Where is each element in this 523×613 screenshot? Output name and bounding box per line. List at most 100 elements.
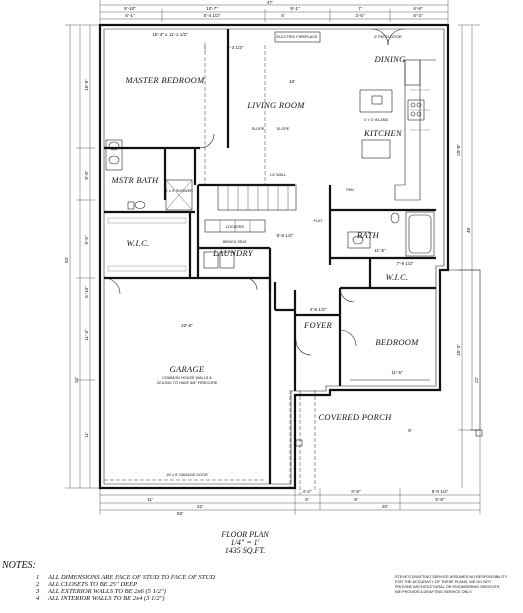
dim-right: 15'-3" [456,344,461,356]
room-wic-bedroom: W.I.C. [386,272,409,282]
label-porch-size: 8' [408,428,412,433]
exterior-walls [98,23,450,490]
room-kitchen: KITCHEN [363,128,403,138]
range-icon [407,99,425,121]
dimension-labels: 47' 5'-10" 10'-7" 9'-1" 7' 6'-8" 5'-1" 5… [64,0,479,516]
porch-column [295,439,303,447]
disclaimer-line: STEVE'S DRAFTING SERVICE ASSUMES NO RESP… [395,575,508,579]
label-living-size: 18' [289,79,295,84]
title-scale: 1/4" = 1' [231,538,260,547]
dim-left-overall: 53' [64,257,69,263]
kitchen-island [359,89,393,113]
notes: NOTES: 1 ALL DIMENSIONS ARE FACE OF STUD… [1,560,215,602]
dim-bottom: 8' [354,497,358,502]
dim-left: 22' [74,377,79,383]
disclaimer: STEVE'S DRAFTING SERVICE ASSUMES NO RESP… [395,575,508,594]
label-bench: BENCH SEAT [223,240,248,244]
dimension-lines [65,0,481,515]
door-swing-icon [103,277,121,295]
toilet-icon [390,212,400,224]
door-swing-icon [295,339,312,356]
dim-left: 9'-5" [84,235,89,245]
note-number: 2 [36,581,40,588]
fridge-icon [404,59,421,86]
toilet-icon [134,201,146,209]
dim-right: 29'-8" [456,144,461,156]
note-number: 1 [36,574,39,581]
dim-top: 3'-5" [355,13,365,18]
annotations: ELECTRIC FIREPLACE 6' PATIO DOOR SLOPE S… [152,32,414,477]
dim-top: 6'-8" [413,6,423,11]
room-living-room-line1: LIVING ROOM [246,100,305,110]
dim-right-overall: 46' [466,227,471,233]
sink-icon [371,95,383,105]
dim-left: 8'-8" [84,170,89,180]
label-lockers: LOCKERS [226,225,245,229]
dim-bottom: 6'-8" [351,489,361,494]
label-island: 4' x 3' ISLAND [364,118,389,122]
fireplace-icon [274,31,321,43]
dim-left: 5'-10" [84,286,89,298]
dim-top: 5'-3 1/2" [227,45,244,50]
dim-top: 7' [358,6,362,11]
room-labels: MASTER BEDROOM LIVING ROOM DINING KITCHE… [110,54,419,422]
door-swing-icon [199,133,215,149]
garage-note: CEILING TO HAVE 5/8" FIRECORE [157,381,218,385]
dim-left: 15'-9" [84,79,89,91]
dim-bottom: 8' [305,497,309,502]
disclaimer-line: WE PROVIDE A DRAFTING SERVICE ONLY. [395,590,472,594]
label-patio-door: 6' PATIO DOOR [374,35,401,39]
room-garage: GARAGE [170,364,205,374]
fixtures [103,28,483,481]
label-garage-size: 22'-6" [181,323,193,328]
dim-bottom: 20' [382,504,388,509]
dim-top: 5'-10" [124,6,136,11]
dim-top-overall: 47' [267,0,273,5]
room-covered-porch: COVERED PORCH [318,412,392,422]
label-slope: SLOPE [252,127,265,131]
label-foyer-size: 4'-8 1/2" [310,307,327,312]
door-swing-icon [339,329,357,347]
room-wic-master: W.I.C. [127,238,150,248]
label-laundry-size: 6'-8 1/2" [277,233,294,238]
label-slope: SLOPE [277,127,290,131]
label-pan: PAN [346,188,354,192]
sink-icon [108,141,120,151]
note-text: ALL INTERIOR WALLS TO BE 2x4 (3 1/2") [47,595,165,602]
room-bath: BATH [357,230,380,240]
room-bedroom: BEDROOM [375,337,419,347]
porch-column [475,429,483,437]
stairs [217,184,297,211]
door-swing-icon [387,28,405,46]
dim-bottom-overall: 53' [177,511,183,516]
dim-left: 11' [84,432,89,438]
dim-top: 5'-1" [125,13,135,18]
label-bath-size: 11'-5" [374,248,386,253]
dim-right: 22' [474,377,479,383]
room-laundry: LAUNDRY [212,248,254,258]
vanity-icon [105,139,123,171]
note-number: 3 [35,588,40,595]
notes-heading: NOTES: [1,560,36,571]
note-text: ALL EXTERIOR WALLS TO BE 2x6 (5 1/2") [47,588,166,595]
door-swing-icon [339,287,355,303]
dim-bottom: 11' [147,497,153,502]
disclaimer-line: PROVIDE ARCHITECTURAL OR ENGINEERING SER… [395,585,500,589]
washer-icon [203,251,219,269]
title-floor-plan: FLOOR PLAN [220,530,269,539]
note-text: ALL DIMENSIONS ARE FACE OF STUD TO FACE … [47,574,215,581]
shower-icon [165,179,193,211]
label-wic-size: 7'-8 1/2" [397,261,414,266]
room-dining: DINING [373,54,405,64]
title-block: FLOOR PLAN 1/4" = 1' 1435 SQ.FT. [220,530,269,555]
dim-bottom: 22' [197,504,203,509]
dim-top: 9'-1" [290,6,300,11]
kitchen-island [361,139,391,159]
dim-top: 10'-7" [206,6,218,11]
sink-icon [352,235,364,245]
dim-bottom: 4'-2" [302,489,312,494]
label-bedroom-size: 11'-5" [391,370,403,375]
label-electric-fireplace: ELECTRIC FIREPLACE [277,35,318,39]
sink-icon [108,155,120,165]
